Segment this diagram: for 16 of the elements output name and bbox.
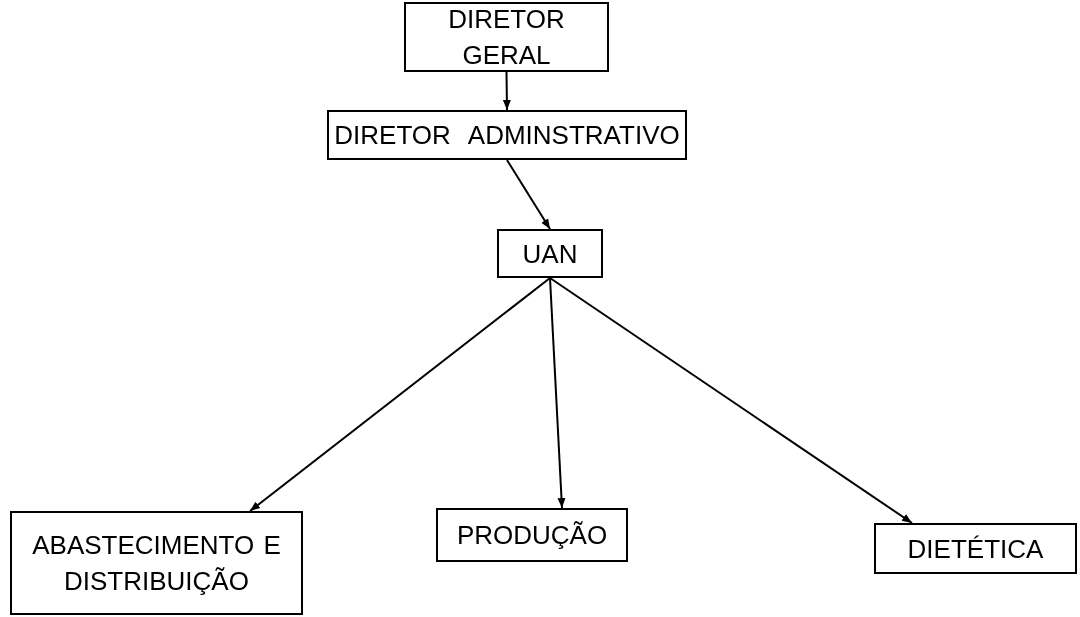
box-label: ABASTECIMENTO E DISTRIBUIÇÃO: [31, 529, 282, 598]
box-label: PRODUÇÃO: [456, 519, 608, 552]
box-label: UAN: [522, 237, 578, 271]
process-box: [10, 511, 303, 615]
process-box: [404, 2, 609, 72]
arrow: [249, 277, 551, 512]
process-box: [327, 110, 687, 160]
arrow: [502, 71, 511, 111]
arrow: [506, 159, 551, 230]
process-box: [497, 229, 603, 278]
box-label: DIRETOR ADMINSTRATIVO: [334, 119, 680, 152]
process-box: [436, 508, 628, 562]
box-label: DIETÉTICA: [907, 532, 1044, 566]
process-box: [874, 523, 1077, 574]
arrow: [549, 277, 566, 509]
box-label: DIRETOR GERAL: [447, 3, 566, 72]
